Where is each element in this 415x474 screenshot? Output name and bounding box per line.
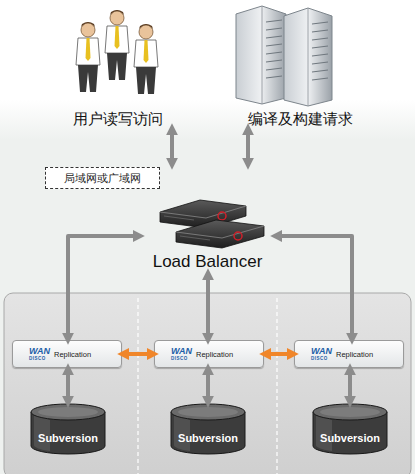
replication-box: WANDISCO Replication [154,340,264,368]
server-icon [236,6,332,106]
node-label: 局域网或广域网 [64,171,141,186]
server-band [4,293,411,474]
node-label: WAN [171,347,192,356]
column-divider [137,298,138,474]
build-servers: 编译及构建请求 [228,4,372,128]
cylinder-shape [170,403,246,455]
load-balancer-icon [160,200,264,248]
cylinder-shape [30,403,106,455]
subversion-store: Subversion [170,403,246,455]
node-label: Subversion [320,432,380,444]
connector-arrow [206,273,210,340]
connector-arrow [348,368,352,403]
logo-text: WANDISCO [29,347,50,361]
node-label: Replication [54,350,91,359]
replication-link [122,352,154,356]
logo-text: WANDISCO [171,347,192,361]
replication-link [264,352,294,356]
connector-arrow [66,368,70,403]
node-label: 编译及构建请求 [248,110,353,128]
network-note: 局域网或广域网 [45,167,160,189]
node-label: WAN [311,347,332,356]
cylinder-shape [312,403,388,455]
connector-arrow [246,128,250,165]
connector-arrow [275,236,352,340]
node-label: DISCO [311,356,328,361]
connector-arrow [206,368,210,403]
node-label: Subversion [38,432,98,444]
node-label: Subversion [178,432,238,444]
logo-text: WANDISCO [311,347,332,361]
load-balancer: Load Balancer [140,165,275,273]
subversion-store: Subversion [312,403,388,455]
replication-box: WANDISCO Replication [12,340,122,368]
node-label: Replication [196,350,233,359]
connector-arrow [68,236,140,340]
subversion-store: Subversion [30,403,106,455]
replication-box: WANDISCO Replication [294,340,404,368]
node-label: WAN [29,347,50,356]
node-label: Replication [336,350,373,359]
users-icon [76,10,158,94]
connector-arrow [170,128,174,165]
node-label: DISCO [29,356,46,361]
column-divider [276,298,277,474]
node-label: 用户读写访问 [73,110,163,128]
user-group: 用户读写访问 [55,4,180,128]
node-label: Load Balancer [153,251,263,273]
node-label: DISCO [171,356,188,361]
